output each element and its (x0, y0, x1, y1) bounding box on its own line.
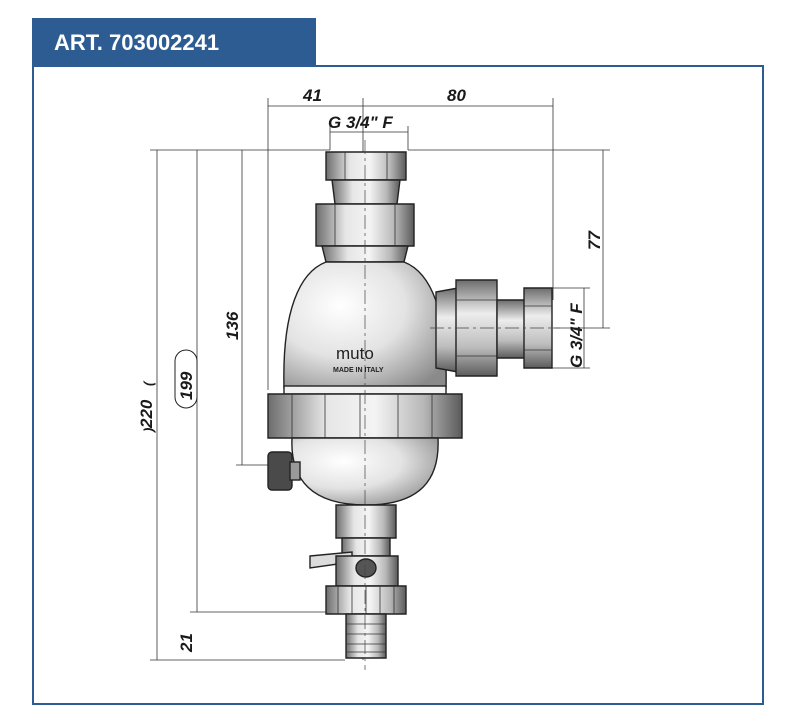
paren-220-close: ) (141, 428, 156, 434)
drawing-frame (32, 65, 764, 705)
article-header: ART. 703002241 (32, 18, 316, 66)
right-dimension-lines (408, 149, 610, 369)
dim-77-label: 77 (585, 230, 604, 250)
dim-41-label: 41 (302, 86, 322, 105)
dim-199-bubble (174, 349, 198, 409)
dim-21-label: 21 (177, 633, 196, 653)
dim-220-label: 220 (137, 399, 156, 429)
filter-illustration (267, 140, 560, 670)
paren-220-open: ( (141, 380, 156, 386)
thread-side-label: G 3/4" F (567, 303, 586, 368)
dim-199-label: 199 (177, 371, 196, 400)
dim-80-label: 80 (447, 86, 466, 105)
dim-136-label: 136 (223, 311, 242, 340)
brand-logo: muto (336, 344, 374, 363)
thread-top-label: G 3/4" F (328, 113, 393, 132)
made-in-italy-mark: MADE IN ITALY (333, 367, 384, 374)
